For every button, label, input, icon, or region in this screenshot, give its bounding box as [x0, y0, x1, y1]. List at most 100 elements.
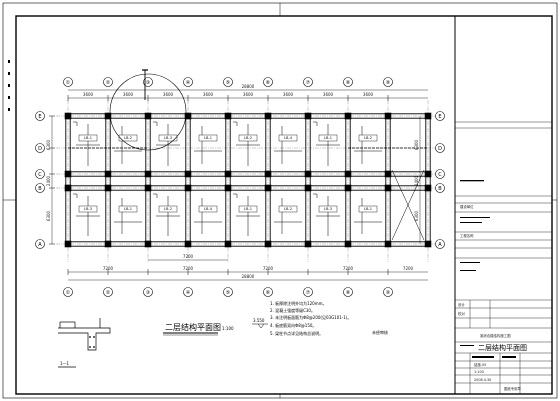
slab-tag-box [118, 134, 138, 142]
column [144, 184, 152, 192]
axis-label-top: ④ [186, 80, 191, 86]
column [304, 170, 312, 178]
axis-bubble-left [35, 169, 45, 179]
axis-label-bottom: ⑤ [226, 290, 230, 296]
axis-bubble-bottom [63, 287, 73, 297]
column [144, 170, 152, 178]
section-label: 1—1 [60, 361, 70, 366]
general-notes: 1. 板厚除注明外均为120mm。 2. 混凝土强度等级C30。 3. 未注明板… [270, 300, 388, 336]
tb-scale: 1:100 [474, 370, 484, 374]
slab-tag-box [238, 134, 258, 142]
axis-label-bottom: ② [106, 290, 111, 296]
slab-tag-box [158, 134, 178, 142]
column [344, 170, 352, 178]
note-3: 3. 未注明板面筋为Φ8@200(见03G101-1)。 [270, 314, 351, 320]
slab-tag-box [358, 205, 378, 213]
axis-bubble-left [35, 111, 45, 121]
dim-text-bottom: 7200 [103, 266, 114, 271]
axis-bubble-top [63, 77, 73, 87]
tb-label-design: 设计 [458, 302, 465, 307]
stamp-unreviewed: 未经审核 [372, 329, 388, 335]
slab-label: LB-1 [364, 207, 372, 211]
slab-label: LB-1 [204, 136, 212, 140]
axis-label-right: C [438, 172, 442, 178]
tb-seal: 图纸专用章 [504, 386, 522, 391]
rebar-hook [313, 121, 318, 126]
column [184, 112, 192, 120]
dim-text-total-bottom: 28800 [242, 274, 255, 279]
rebar-hook [233, 121, 238, 126]
axis-bubble-bottom [143, 287, 153, 297]
axis-label-top: ⑤ [226, 80, 230, 86]
column [64, 184, 72, 192]
axis-label-bottom: ⑨ [386, 290, 390, 296]
dim-text-top: 3600 [83, 92, 94, 97]
column [64, 240, 72, 248]
axis-bubble-left [35, 239, 45, 249]
column [224, 184, 232, 192]
axis-bubble-left [35, 183, 45, 193]
axis-label-right: D [438, 146, 442, 152]
axis-bubble-top [183, 77, 193, 87]
axis-label-right: B [438, 186, 442, 192]
column [304, 240, 312, 248]
rebar-hook [73, 121, 78, 126]
column [224, 112, 232, 120]
axis-bubble-right [435, 239, 445, 249]
dim-text-left: 6300 [46, 139, 51, 150]
axis-label-bottom: ③ [146, 290, 150, 296]
slab-tag-box [238, 205, 258, 213]
axis-label-top: ⑥ [266, 80, 271, 86]
tb-label-construction: 建设单位 [460, 204, 474, 209]
rebar-hook [73, 193, 78, 198]
dim-text-right: 2400 [414, 175, 419, 186]
column [264, 112, 272, 120]
dim-text-top: 3600 [203, 92, 214, 97]
inner-frame [15, 15, 553, 395]
slab-tag-box [318, 134, 338, 142]
column [384, 170, 392, 178]
note-4: 4. 板底筋双向Φ8@150。 [270, 322, 316, 328]
axis-bubble-top [103, 77, 113, 87]
slab-label: LB-2 [164, 207, 172, 211]
slab-tag-box [358, 134, 378, 142]
dim-text-top: 3600 [163, 92, 174, 97]
dim-text-bottom: 7200 [263, 266, 274, 271]
rebar-hook [233, 193, 238, 198]
slab-label: LB-4 [204, 207, 213, 211]
slab-label: LB-1 [244, 207, 252, 211]
column [224, 170, 232, 178]
dim-text-left: 6300 [46, 210, 51, 221]
slab-tag-box [198, 205, 218, 213]
slab-label: LB-2 [244, 136, 252, 140]
column [344, 112, 352, 120]
plan-scale-text: 1:100 [222, 326, 234, 331]
axis-label-top: ⑧ [346, 80, 351, 86]
column [424, 112, 432, 120]
tb-label-check: 校对 [458, 311, 465, 316]
dim-text-top: 3600 [283, 92, 294, 97]
slab-tag-box [198, 134, 218, 142]
column [424, 170, 432, 178]
column [344, 184, 352, 192]
axis-label-left: E [38, 114, 41, 120]
slab-tag-box [78, 134, 98, 142]
tb-drawing-name: 二层结构平面图 [478, 343, 527, 352]
edge-ticks [3, 3, 557, 398]
dim-text-top: 3600 [123, 92, 134, 97]
slab-label: LB-3 [164, 136, 172, 140]
column [264, 170, 272, 178]
axis-bubble-top [303, 77, 313, 87]
dim-text-bottom: 7200 [183, 266, 194, 271]
axis-label-bottom: ⑦ [306, 290, 311, 296]
column [64, 112, 72, 120]
axis-bubble-bottom [183, 287, 193, 297]
tb-label-project: 工程名称 [460, 233, 474, 238]
column [384, 184, 392, 192]
dim-text-top: 3600 [243, 92, 254, 97]
detail-callout-circle [109, 73, 187, 151]
axis-label-left: D [38, 146, 42, 152]
axis-label-top: ③ [146, 80, 150, 86]
tb-date: 2008.4.30 [474, 378, 491, 382]
